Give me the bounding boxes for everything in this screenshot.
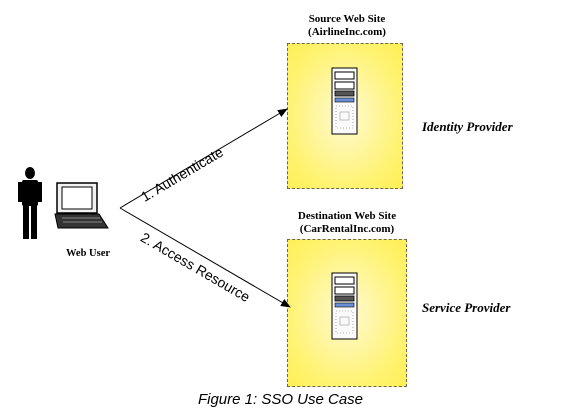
person-icon	[18, 167, 42, 239]
authenticate-arrow	[119, 108, 288, 209]
source-site-domain: (AirlineInc.com)	[308, 26, 386, 38]
service-provider-label: Service Provider	[422, 300, 511, 315]
destination-site-domain: (CarRentalInc.com)	[299, 223, 395, 235]
source-site-name: Source Web Site	[308, 13, 386, 25]
server-icon	[331, 67, 358, 135]
destination-site-title: Destination Web Site (CarRentalInc.com)	[278, 210, 416, 236]
destination-site-name: Destination Web Site	[297, 210, 397, 222]
laptop-icon	[54, 182, 109, 229]
access-resource-arrow	[119, 207, 291, 308]
web-user-label: Web User	[66, 248, 111, 259]
server-icon	[331, 272, 358, 340]
source-site-title: Source Web Site (AirlineInc.com)	[287, 13, 407, 39]
figure-caption: Figure 1: SSO Use Case	[197, 391, 364, 408]
identity-provider-label: Identity Provider	[422, 119, 513, 134]
